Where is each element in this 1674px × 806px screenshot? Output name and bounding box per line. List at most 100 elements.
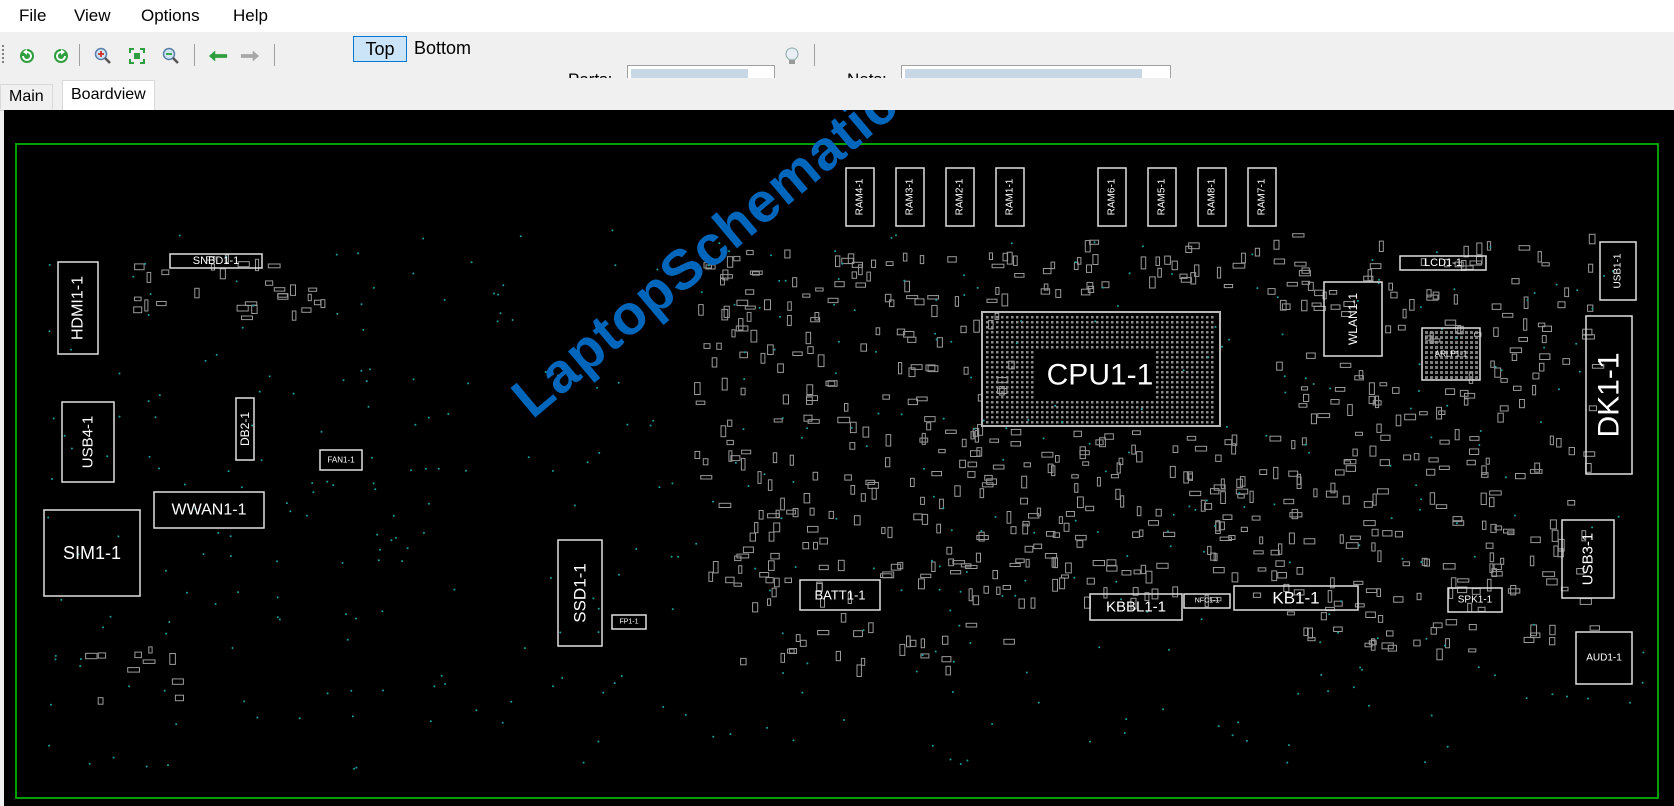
- toolbar-grip[interactable]: [2, 45, 4, 65]
- smd-pad: [1080, 288, 1091, 296]
- via: [1205, 499, 1208, 502]
- smd-pad: [1086, 281, 1094, 290]
- menu-options[interactable]: Options: [141, 6, 200, 25]
- via: [394, 536, 397, 539]
- via: [154, 416, 157, 419]
- via: [1010, 242, 1013, 245]
- via: [1096, 531, 1099, 533]
- smd-pad: [1291, 440, 1296, 450]
- smd-pad: [825, 380, 836, 387]
- via: [835, 517, 838, 520]
- part-lcd: [1399, 255, 1487, 271]
- smd-pad: [941, 656, 952, 663]
- smd-pad: [1030, 597, 1036, 609]
- smd-pad: [745, 289, 755, 295]
- smd-pad: [847, 253, 855, 264]
- smd-pad: [1269, 435, 1282, 442]
- part-label-arlp: ARLP1-1: [1435, 350, 1468, 359]
- smd-pad: [1059, 577, 1066, 590]
- rotate-left-icon[interactable]: [17, 46, 37, 66]
- via: [1525, 697, 1528, 700]
- tab-boardview[interactable]: Boardview: [62, 80, 155, 111]
- via: [620, 675, 623, 678]
- lightbulb-icon[interactable]: [782, 46, 802, 66]
- via: [1015, 342, 1018, 345]
- smd-pad: [1240, 526, 1248, 532]
- smd-pad: [127, 667, 140, 673]
- via: [475, 709, 478, 712]
- fit-icon[interactable]: [127, 46, 147, 66]
- via: [778, 315, 781, 318]
- via: [320, 430, 323, 433]
- smd-pad: [720, 274, 733, 279]
- menu-view[interactable]: View: [74, 6, 111, 25]
- via: [586, 461, 589, 464]
- via: [1170, 273, 1173, 275]
- tab-main[interactable]: Main: [0, 84, 53, 109]
- smd-pad: [1015, 558, 1025, 564]
- via: [276, 616, 279, 619]
- smd-pad: [1392, 387, 1400, 394]
- forward-arrow-icon[interactable]: [240, 46, 260, 66]
- via: [1128, 451, 1130, 454]
- via: [470, 261, 473, 264]
- via: [48, 330, 51, 333]
- smd-pad: [752, 271, 760, 276]
- smd-pad: [1286, 281, 1298, 287]
- menu-file[interactable]: File: [19, 6, 47, 25]
- smd-pad: [146, 271, 152, 283]
- via: [335, 253, 338, 256]
- smd-pad: [1047, 463, 1054, 474]
- via: [834, 372, 837, 375]
- smd-pad: [1403, 454, 1412, 461]
- smd-pad: [1006, 511, 1012, 524]
- smd-pad: [840, 613, 847, 623]
- smd-pad: [1372, 493, 1377, 506]
- smd-pad: [1523, 296, 1529, 309]
- via: [422, 237, 425, 240]
- smd-pad: [1171, 260, 1178, 271]
- smd-pad: [1144, 592, 1150, 602]
- via: [117, 535, 120, 538]
- zoom-in-icon[interactable]: [93, 46, 113, 66]
- smd-pad: [1539, 362, 1545, 372]
- side-bottom-button[interactable]: Bottom: [414, 38, 472, 58]
- menu-help[interactable]: Help: [233, 6, 268, 25]
- via: [1327, 690, 1330, 693]
- smd-pad: [255, 258, 260, 272]
- via: [1126, 555, 1129, 558]
- smd-pad: [1222, 514, 1233, 520]
- smd-pad: [740, 387, 746, 396]
- via: [342, 379, 345, 382]
- via: [1642, 651, 1645, 654]
- side-top-button[interactable]: Top: [353, 36, 407, 62]
- via: [1453, 288, 1456, 291]
- smd-pad: [1489, 563, 1494, 573]
- rotate-right-icon[interactable]: [51, 46, 71, 66]
- via: [382, 689, 384, 692]
- smd-pad: [1489, 552, 1495, 563]
- via: [770, 254, 773, 257]
- smd-pad: [1099, 437, 1106, 448]
- smd-pad: [1311, 302, 1322, 307]
- smd-pad: [1041, 451, 1054, 458]
- via: [1217, 725, 1220, 728]
- smd-pad: [918, 578, 925, 590]
- smd-pad: [1023, 462, 1031, 468]
- via: [635, 548, 638, 550]
- smd-pad: [1386, 630, 1394, 637]
- smd-pad: [1289, 512, 1303, 518]
- board-outline: [15, 143, 1659, 799]
- zoom-out-icon[interactable]: [161, 46, 181, 66]
- smd-pad: [1363, 520, 1376, 527]
- smd-pad: [1136, 506, 1142, 517]
- via: [1125, 718, 1128, 721]
- via: [401, 560, 404, 563]
- back-arrow-icon[interactable]: [208, 46, 228, 66]
- smd-pad: [921, 432, 926, 445]
- smd-pad: [1564, 287, 1570, 298]
- via: [1603, 274, 1606, 277]
- via: [1203, 550, 1205, 553]
